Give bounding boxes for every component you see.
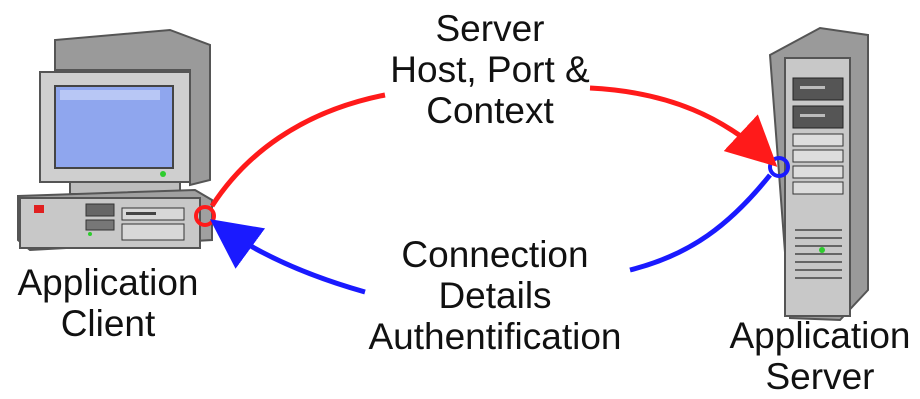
- response-label: Connection Details Authentification: [335, 234, 655, 357]
- server-port: [768, 156, 790, 178]
- response-label-line-2: Details: [438, 275, 552, 316]
- client-label-line-2: Client: [60, 303, 156, 344]
- request-label: Server Host, Port & Context: [360, 8, 620, 131]
- request-arrow: [209, 92, 386, 208]
- server-label-line-2: Server: [765, 356, 875, 397]
- server-label-line-1: Application: [729, 315, 911, 356]
- client-label-line-1: Application: [17, 262, 199, 303]
- server-tower-icon: [768, 26, 869, 322]
- client-port: [194, 205, 216, 227]
- client-label: Application Client: [8, 262, 208, 344]
- response-arrow: [629, 173, 772, 273]
- request-label-line-3: Context: [426, 90, 554, 131]
- server-label: Application Server: [722, 315, 918, 397]
- client-computer-icon: [17, 28, 213, 252]
- response-label-line-3: Authentification: [368, 316, 622, 357]
- request-arrow-head-segment: [589, 85, 778, 167]
- request-label-line-2: Host, Port &: [390, 49, 590, 90]
- request-label-line-1: Server: [435, 8, 545, 49]
- response-arrow-head-segment: [209, 219, 366, 295]
- response-label-line-1: Connection: [401, 234, 589, 275]
